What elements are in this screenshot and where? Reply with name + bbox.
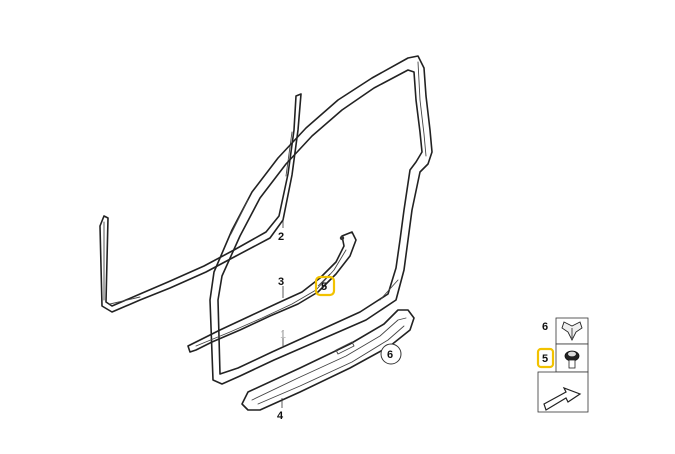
door-sill-plate <box>241 309 415 411</box>
callout-4: 4 <box>277 410 284 422</box>
pillar-trim-strip <box>187 231 357 353</box>
callout-2: 2 <box>278 231 284 243</box>
push-rivet-icon <box>564 350 580 369</box>
parts-legend: 6 5 <box>536 317 589 413</box>
legend-row-6[interactable]: 6 <box>542 317 589 345</box>
leader-lines <box>281 218 331 408</box>
door-frame-seal <box>209 55 433 385</box>
callout-6-label: 6 <box>387 349 393 361</box>
legend-number-6: 6 <box>542 321 548 333</box>
legend-number-5: 5 <box>542 353 548 365</box>
callout-6-circled[interactable]: 6 <box>380 343 402 365</box>
door-seal-inner <box>99 93 302 313</box>
callout-1: 1 <box>280 329 286 341</box>
legend-row-arrow[interactable] <box>537 371 589 413</box>
arrow-icon <box>543 386 582 411</box>
callout-5-label: 5 <box>321 281 327 293</box>
callout-5-highlighted[interactable]: 5 <box>314 275 336 297</box>
callout-3: 3 <box>278 276 284 288</box>
clip-icon <box>561 321 583 342</box>
legend-row-5[interactable]: 5 <box>536 343 589 373</box>
